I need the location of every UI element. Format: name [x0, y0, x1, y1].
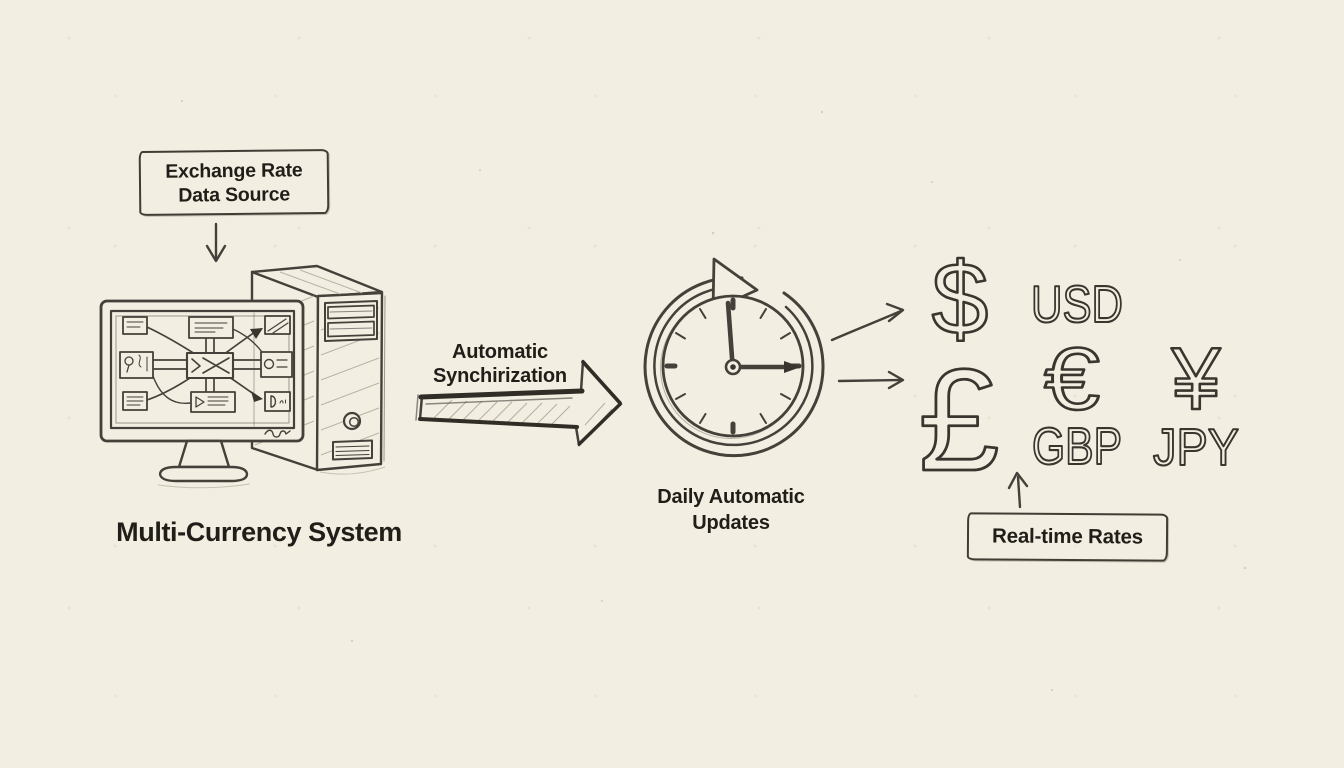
gbp-code: GBP — [1032, 418, 1122, 476]
sync-label-line1: Automatic — [452, 341, 548, 363]
down-arrow-icon — [205, 222, 227, 263]
sync-label: Automatic Synchirization — [405, 341, 595, 388]
updates-label-line2: Updates — [692, 512, 770, 534]
arrow-up-icon — [1007, 471, 1029, 509]
currency-glyphs: $ USD £ € ¥ GBP JPY — [917, 241, 1240, 503]
real-time-rates-box: Real-time Rates — [966, 512, 1169, 562]
source-box-line2: Data Source — [178, 182, 291, 207]
arrow-up-right-icon — [830, 302, 905, 342]
dollar-symbol: $ — [932, 242, 989, 356]
system-label: Multi-Currency System — [116, 517, 402, 547]
arrow-right-icon — [837, 370, 905, 390]
updates-label: Daily Automatic Updates — [624, 484, 838, 536]
screen-flowchart — [119, 315, 293, 413]
paper-specks — [180, 99, 1247, 692]
clock-refresh-icon — [643, 257, 825, 458]
block-arrow-right-icon — [415, 359, 623, 447]
yen-symbol: ¥ — [1171, 329, 1222, 428]
jpy-code: JPY — [1153, 419, 1239, 477]
exchange-rate-source-box: Exchange Rate Data Source — [138, 149, 330, 216]
computer-monitor-tower-icon — [99, 264, 386, 489]
usd-code: USD — [1031, 276, 1123, 334]
euro-symbol: € — [1044, 329, 1100, 428]
rates-box-label: Real-time Rates — [992, 524, 1143, 549]
monitor — [99, 299, 305, 489]
source-box-line1: Exchange Rate — [165, 158, 303, 183]
updates-label-line1: Daily Automatic — [657, 486, 805, 508]
pound-symbol: £ — [919, 339, 1000, 501]
sync-label-line2: Synchirization — [433, 364, 567, 387]
monitor-logo-squiggle — [264, 429, 291, 438]
